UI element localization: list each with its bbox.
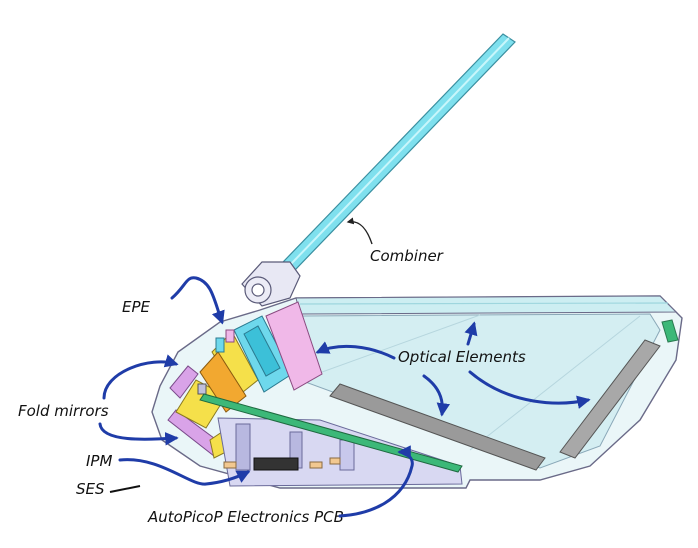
optical-elements-arrow-left <box>315 341 396 360</box>
optical-elements-arrow-down <box>422 374 451 417</box>
pcb-board <box>199 393 463 473</box>
ipm-arrow <box>118 458 251 486</box>
optical-elements-arrow-up <box>464 321 478 346</box>
grey-plate-right <box>559 319 679 459</box>
combiner-arrow <box>346 217 373 245</box>
electronics-compartment <box>217 417 463 487</box>
fold-mirror-upper <box>169 365 199 399</box>
fold-mirrors-label: Fold mirrors <box>18 402 109 420</box>
epe-arrow <box>170 276 225 325</box>
cyan-optics <box>233 315 293 393</box>
pcb-arrow <box>338 445 414 518</box>
ipm-label: IPM <box>86 452 112 470</box>
combiner-hinge <box>241 261 301 307</box>
pink-optics <box>265 301 323 391</box>
pcb-label: AutoPicoP Electronics PCB <box>147 508 344 526</box>
ses-label: SES <box>76 480 105 498</box>
grey-plate-large <box>329 383 546 471</box>
fold-mirrors-arrow-lower <box>98 422 179 446</box>
ses-pointer-line <box>109 485 141 493</box>
fold-mirrors-arrow-upper <box>102 354 179 400</box>
small-mounts <box>197 329 235 395</box>
combiner-label: Combiner <box>370 247 444 265</box>
epe-label: EPE <box>122 298 151 316</box>
optical-elements-arrow-right <box>468 370 591 409</box>
optical-elements-label: Optical Elements <box>398 348 526 366</box>
